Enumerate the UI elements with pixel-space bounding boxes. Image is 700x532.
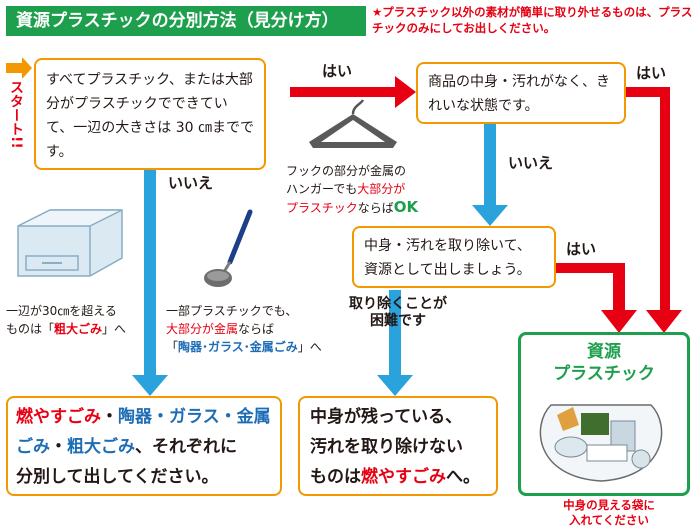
box-caption: 一辺が30㎝を超える ものは「粗大ごみ」へ — [6, 302, 156, 338]
start-arrow — [6, 57, 32, 79]
box-caption-4: 」へ — [102, 322, 127, 336]
hanger-caption-2: ハンガーでも — [286, 182, 358, 196]
result-left-1: 燃やすごみ — [16, 407, 101, 427]
header-note: ★プラスチック以外の素材が簡単に取り外せるものは、プラスチックのみにしてお出しく… — [372, 5, 693, 35]
result-left-3: 陶器・ガラス・金属 — [118, 407, 271, 427]
hanger-icon — [309, 99, 397, 148]
result-mid-5: へ。 — [446, 467, 480, 487]
result-mid-1: 中身が残っている、 — [310, 407, 463, 427]
result-left-2: ・ — [101, 407, 118, 427]
hanger-caption-4: プラスチック — [286, 201, 358, 215]
result-right-box: 資源 プラスチック — [518, 332, 690, 496]
ladle-caption-6: 」へ — [297, 340, 322, 354]
label-no-1: いいえ — [168, 174, 214, 192]
label-yes-1: はい — [322, 62, 353, 80]
hanger-caption: フックの部分が金属の ハンガーでも大部分が プラスチックならばOK — [286, 162, 426, 217]
result-mid-4: 燃やすごみ — [361, 467, 446, 487]
question-2-text: 商品の中身・汚れがなく、きれいな状態です。 — [428, 74, 610, 114]
arrow-yes-3 — [556, 263, 637, 333]
arrow-difficult — [377, 290, 413, 396]
ladle-caption-5: 陶器･ガラス･金属ごみ — [178, 340, 298, 354]
label-no-2: いいえ — [508, 154, 554, 172]
page-title: 資源プラスチックの分別方法（見分け方） — [6, 6, 366, 36]
bag-note-2: 入れてください — [569, 513, 649, 527]
ladle-icon — [204, 209, 253, 287]
arrow-no-1 — [132, 170, 168, 396]
result-right-title-1: 資源 — [587, 342, 621, 362]
result-mid-2: 汚れを取り除けない — [310, 437, 463, 457]
question-1-text: すべてプラスチック、または大部分がプラスチックでできていて、一辺の大きさは 30… — [46, 72, 255, 160]
label-yes-2: はい — [636, 64, 667, 82]
box-caption-3: 粗大ごみ — [54, 322, 103, 336]
ladle-caption-3: ならば — [238, 322, 275, 336]
hanger-caption-1: フックの部分が金属の — [286, 164, 407, 178]
result-mid-3: ものは — [310, 467, 361, 487]
question-1-box: すべてプラスチック、または大部分がプラスチックでできていて、一辺の大きさは 30… — [34, 58, 266, 170]
arrow-yes-1 — [290, 76, 416, 108]
result-left-6: 粗大ごみ — [67, 437, 135, 457]
question-2-box: 商品の中身・汚れがなく、きれいな状態です。 — [416, 62, 626, 124]
ladle-caption-1: 一部プラスチックでも、 — [166, 304, 298, 318]
question-3-box: 中身・汚れを取り除いて、資源として出しましょう。 — [352, 226, 556, 288]
result-right-title-2: プラスチック — [553, 364, 655, 384]
label-yes-3: はい — [566, 240, 597, 258]
result-left-4: ごみ — [16, 437, 50, 457]
result-left-7: 、それぞれに — [135, 437, 237, 457]
ladle-caption-2: 大部分が金属 — [166, 322, 239, 336]
question-3-text: 中身・汚れを取り除いて、資源として出しましょう。 — [364, 238, 531, 278]
box-caption-2: ものは「 — [6, 322, 55, 336]
recycling-bag-icon — [539, 404, 663, 482]
hanger-caption-6: OK — [393, 198, 419, 216]
label-difficult-line-2: 困難です — [370, 313, 426, 329]
result-left-8: 分別して出してください。 — [16, 467, 219, 487]
ladle-caption: 一部プラスチックでも、 大部分が金属ならば 「陶器･ガラス･金属ごみ」へ — [166, 302, 356, 356]
storage-box-icon — [17, 209, 123, 277]
hanger-caption-5: ならば — [357, 201, 394, 215]
bag-note-1: 中身の見える袋に — [563, 498, 655, 512]
ladle-caption-4: 「 — [166, 340, 179, 354]
box-caption-1: 一辺が30㎝を超える — [6, 304, 117, 318]
result-left-box: 燃やすごみ・陶器・ガラス・金属 ごみ・粗大ごみ、それぞれに 分別して出してくださ… — [6, 396, 282, 496]
arrow-yes-2 — [626, 87, 682, 333]
result-left-5: ・ — [50, 437, 67, 457]
start-label: スタート!! — [8, 80, 24, 149]
label-difficult-line-1: 取り除くことが — [349, 296, 447, 312]
arrow-no-2 — [472, 124, 508, 226]
bag-note: 中身の見える袋に 入れてください — [524, 498, 694, 528]
label-difficult: 取り除くことが 困難です — [343, 296, 453, 330]
result-mid-box: 中身が残っている、 汚れを取り除けない ものは燃やすごみへ。 — [298, 396, 498, 496]
hanger-caption-3: 大部分が — [357, 182, 406, 196]
